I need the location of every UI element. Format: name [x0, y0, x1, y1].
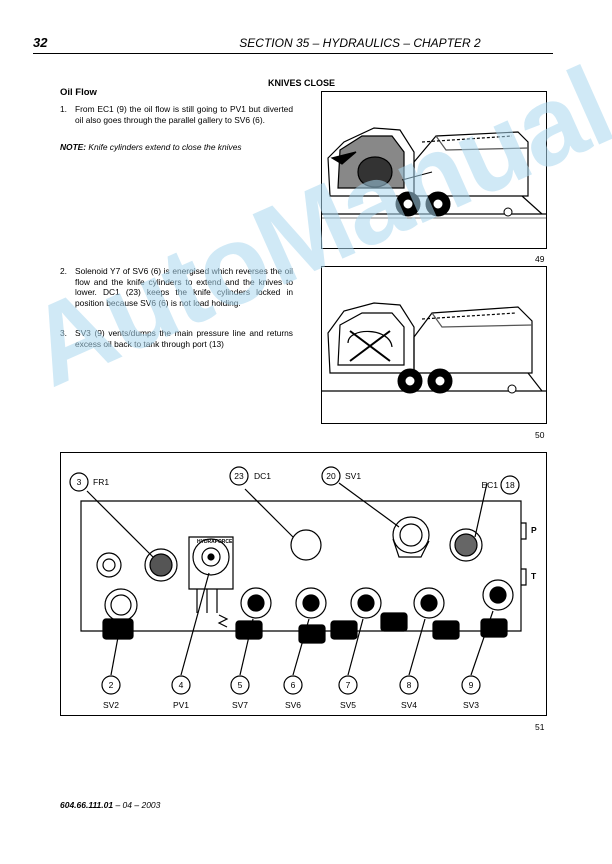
- callout-8-number: 8: [407, 680, 412, 690]
- callout-2-number: 2: [109, 680, 114, 690]
- footer: 604.66.111.01 – 04 – 2003: [60, 800, 160, 810]
- callout-6-number: 6: [291, 680, 296, 690]
- page-header-title: SECTION 35 – HYDRAULICS – CHAPTER 2: [239, 36, 481, 50]
- figure-49-number: 49: [535, 254, 545, 264]
- callout-pv1-label: PV1: [173, 700, 189, 710]
- step-1-number: 1.: [60, 104, 67, 114]
- figure-50-number: 50: [535, 430, 545, 440]
- oil-flow-heading: Oil Flow: [60, 87, 97, 98]
- note-label: NOTE:: [60, 142, 87, 152]
- step-1-text: From EC1 (9) the oil flow is still going…: [75, 104, 293, 125]
- step-3: 3. SV3 (9) vents/dumps the main pressure…: [60, 328, 293, 349]
- port-p-label: P: [531, 525, 537, 535]
- callout-23-number: 23: [234, 471, 244, 481]
- callout-20-number: 20: [326, 471, 336, 481]
- callout-sv6-label: SV6: [285, 700, 301, 710]
- callout-sv3-label: SV3: [463, 700, 479, 710]
- callout-fr1-label: FR1: [93, 477, 109, 487]
- callout-18-number: 18: [505, 480, 515, 490]
- figure-49-frame: [321, 91, 547, 249]
- section-title: KNIVES CLOSE: [268, 78, 336, 88]
- note: NOTE: Knife cylinders extend to close th…: [60, 142, 300, 152]
- valve-block-diagram: 3 FR1 23 DC1 20 SV1 18 EC1 P T HYDRAFORC…: [69, 466, 537, 710]
- callout-dc1-label: DC1: [254, 471, 271, 481]
- step-2: 2. Solenoid Y7 of SV6 (6) is energised w…: [60, 266, 293, 308]
- callout-7-number: 7: [346, 680, 351, 690]
- callout-4-number: 4: [179, 680, 184, 690]
- header-divider: [33, 53, 553, 54]
- callout-5-number: 5: [238, 680, 243, 690]
- callout-sv2-label: SV2: [103, 700, 119, 710]
- step-3-number: 3.: [60, 328, 67, 338]
- step-3-text: SV3 (9) vents/dumps the main pressure li…: [75, 328, 293, 349]
- port-t-label: T: [531, 571, 537, 581]
- callout-sv4-label: SV4: [401, 700, 417, 710]
- hydraforce-brand-mark: HYDRAFORCE: [197, 539, 233, 545]
- callout-9-number: 9: [469, 680, 474, 690]
- step-1: 1. From EC1 (9) the oil flow is still go…: [60, 104, 293, 125]
- step-2-text: Solenoid Y7 of SV6 (6) is energised whic…: [75, 266, 293, 308]
- figure-50-frame: [321, 266, 547, 424]
- figure-51-number: 51: [535, 722, 545, 732]
- footer-date: – 04 – 2003: [113, 800, 161, 810]
- callout-sv1-label: SV1: [345, 471, 361, 481]
- baler-knives-lowered-illustration: [322, 302, 546, 394]
- callout-sv7-label: SV7: [232, 700, 248, 710]
- baler-knives-side-illustration: [322, 127, 546, 219]
- callout-3-number: 3: [77, 477, 82, 487]
- figure-51-frame: 3 FR1 23 DC1 20 SV1 18 EC1 P T HYDRAFORC…: [60, 452, 547, 716]
- page-number: 32: [33, 35, 48, 50]
- note-text: Knife cylinders extend to close the kniv…: [86, 142, 242, 152]
- step-2-number: 2.: [60, 266, 67, 276]
- callout-ec1-label: EC1: [481, 480, 498, 490]
- footer-code: 604.66.111.01: [60, 800, 114, 810]
- callout-sv5-label: SV5: [340, 700, 356, 710]
